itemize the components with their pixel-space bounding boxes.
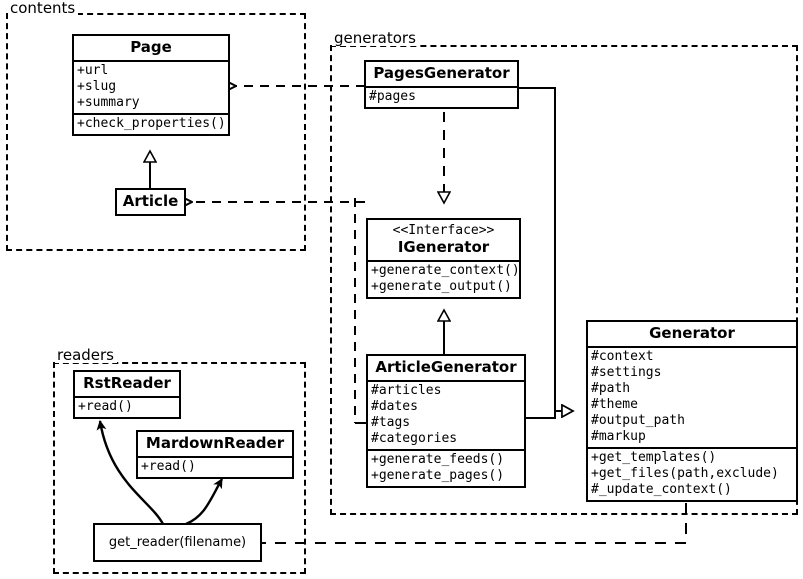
class-mardown-reader[interactable]: MardownReader +read() xyxy=(136,430,294,479)
class-member: +get_files(path,exclude) xyxy=(591,466,779,481)
class-rst-reader-title: RstReader xyxy=(83,374,171,392)
class-member: #dates xyxy=(371,399,418,414)
class-page[interactable]: Page +url +slug +summary +check_properti… xyxy=(72,34,230,136)
package-contents xyxy=(6,13,306,251)
class-article-generator-methods: +generate_feeds() +generate_pages() xyxy=(368,449,524,486)
class-page-title: Page xyxy=(130,38,172,56)
package-generators-label: generators xyxy=(332,30,419,46)
class-generator-attributes: #context #settings #path #theme #output_… xyxy=(588,346,796,447)
class-member: +generate_feeds() xyxy=(371,452,505,467)
class-member: #_update_context() xyxy=(591,482,732,497)
class-pages-generator-title: PagesGenerator xyxy=(373,64,510,82)
class-igenerator-title: <<Interface>> IGenerator xyxy=(368,220,519,260)
class-article[interactable]: Article xyxy=(115,188,186,216)
class-generator-methods: +get_templates() +get_files(path,exclude… xyxy=(588,447,796,500)
class-member: +get_templates() xyxy=(591,450,717,465)
class-igenerator-stereotype: <<Interface>> xyxy=(392,223,495,238)
class-generator-title: Generator xyxy=(649,324,735,342)
function-get-reader[interactable]: get_reader(filename) xyxy=(93,523,262,562)
class-member: +read() xyxy=(141,459,196,474)
class-member: #categories xyxy=(371,431,458,446)
class-pages-generator[interactable]: PagesGenerator #pages xyxy=(364,60,519,109)
class-member: +generate_context() xyxy=(371,263,520,278)
class-member: #theme xyxy=(591,397,638,412)
class-member: #settings xyxy=(591,365,662,380)
class-member: #path xyxy=(591,381,631,396)
class-rst-reader[interactable]: RstReader +read() xyxy=(73,370,181,419)
class-generator[interactable]: Generator #context #settings #path #them… xyxy=(586,320,798,502)
class-member: +check_properties() xyxy=(77,116,226,131)
class-member: #context xyxy=(591,349,654,364)
class-member: +summary xyxy=(77,95,140,110)
class-mardown-reader-methods: +read() xyxy=(138,456,292,477)
class-page-methods: +check_properties() xyxy=(74,113,228,134)
class-igenerator-name: IGenerator xyxy=(397,238,490,256)
class-member: #articles xyxy=(371,383,442,398)
package-readers xyxy=(53,362,306,574)
class-article-title: Article xyxy=(122,192,179,210)
class-member: #markup xyxy=(591,429,646,444)
package-readers-label: readers xyxy=(55,347,117,363)
class-article-generator-attributes: #articles #dates #tags #categories xyxy=(368,380,524,449)
class-rst-reader-methods: +read() xyxy=(75,396,179,417)
class-member: #output_path xyxy=(591,413,685,428)
function-get-reader-label: get_reader(filename) xyxy=(108,535,247,550)
class-igenerator-methods: +generate_context() +generate_output() xyxy=(368,260,520,297)
class-article-generator[interactable]: ArticleGenerator #articles #dates #tags … xyxy=(366,354,526,488)
class-member: #pages xyxy=(369,89,416,104)
class-pages-generator-attributes: #pages xyxy=(366,86,517,107)
class-igenerator[interactable]: <<Interface>> IGenerator +generate_conte… xyxy=(366,218,521,299)
class-mardown-reader-title: MardownReader xyxy=(145,434,285,452)
class-page-attributes: +url +slug +summary xyxy=(74,60,228,113)
class-member: +slug xyxy=(77,79,117,94)
class-article-generator-title: ArticleGenerator xyxy=(375,358,517,376)
class-member: +read() xyxy=(78,399,133,414)
class-member: +url xyxy=(77,63,109,78)
class-member: +generate_pages() xyxy=(371,468,505,483)
class-member: #tags xyxy=(371,415,411,430)
class-member: +generate_output() xyxy=(371,279,512,294)
package-contents-label: contents xyxy=(8,0,79,16)
